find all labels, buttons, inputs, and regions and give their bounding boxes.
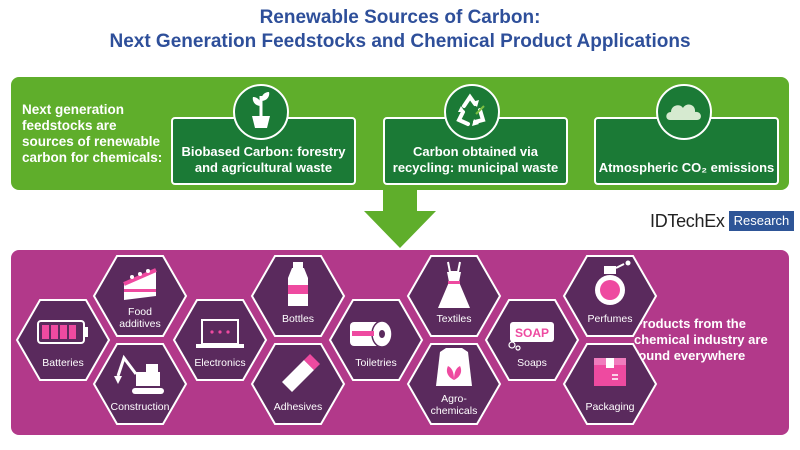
- recycle-icon: [444, 84, 500, 140]
- hex-electronics: [172, 299, 268, 381]
- laptop-icon: [196, 319, 244, 348]
- product-label-packaging: Packaging: [585, 401, 635, 413]
- title-line-1: Renewable Sources of Carbon:: [259, 7, 541, 28]
- product-label-perfumes: Perfumes: [587, 313, 633, 325]
- product-label-food-additives: Food additives: [119, 306, 161, 330]
- product-label-batteries: Batteries: [42, 357, 84, 369]
- plant-pot-icon: [233, 84, 289, 140]
- product-label-textiles: Textiles: [436, 313, 472, 325]
- feedstock-atmospheric-label: Atmospheric CO₂ emissions: [598, 160, 775, 175]
- cloud-icon: [656, 84, 712, 140]
- feedstock-biobased-box: Biobased Carbon: forestry and agricultur…: [171, 117, 356, 185]
- dress-icon: [438, 261, 470, 308]
- product-label-bottles: Bottles: [281, 313, 315, 325]
- feedstock-recycling-label: Carbon obtained via recycling: municipal…: [392, 144, 559, 175]
- fertilizer-bag-icon: [436, 348, 472, 386]
- feedstock-biobased-label: Biobased Carbon: forestry and agricultur…: [181, 144, 346, 175]
- glue-tube-icon: [282, 354, 320, 392]
- product-label-toiletries: Toiletries: [355, 357, 397, 369]
- feedstocks-lead: Next generation feedstocks are sources o…: [22, 102, 163, 165]
- product-label-soaps: Soaps: [517, 357, 547, 369]
- idtechex-logo: IDTechEx Research: [650, 210, 795, 232]
- hex-batteries: [15, 299, 111, 381]
- products-lead: Products from the chemical industry are …: [634, 316, 768, 363]
- title-line-2: Next Generation Feedstocks and Chemical …: [109, 31, 691, 52]
- soap-icon: SOAP: [508, 322, 554, 351]
- logo-brand: IDTechEx: [650, 210, 725, 231]
- product-label-agro-chemicals: Agro-chemicals: [430, 393, 478, 417]
- svg-text:SOAP: SOAP: [515, 326, 549, 340]
- product-label-adhesives: Adhesives: [273, 401, 323, 413]
- excavator-icon: [114, 354, 164, 394]
- product-label-construction: Construction: [110, 401, 170, 413]
- toilet-paper-icon: [350, 320, 393, 348]
- product-label-electronics: Electronics: [194, 357, 246, 369]
- cake-icon: [123, 268, 157, 300]
- down-arrow: [364, 188, 436, 248]
- logo-research-badge: Research: [728, 211, 795, 231]
- bottle-icon: [288, 262, 308, 306]
- box-icon: [594, 358, 626, 386]
- perfume-icon: [595, 260, 631, 305]
- battery-icon: [37, 320, 88, 344]
